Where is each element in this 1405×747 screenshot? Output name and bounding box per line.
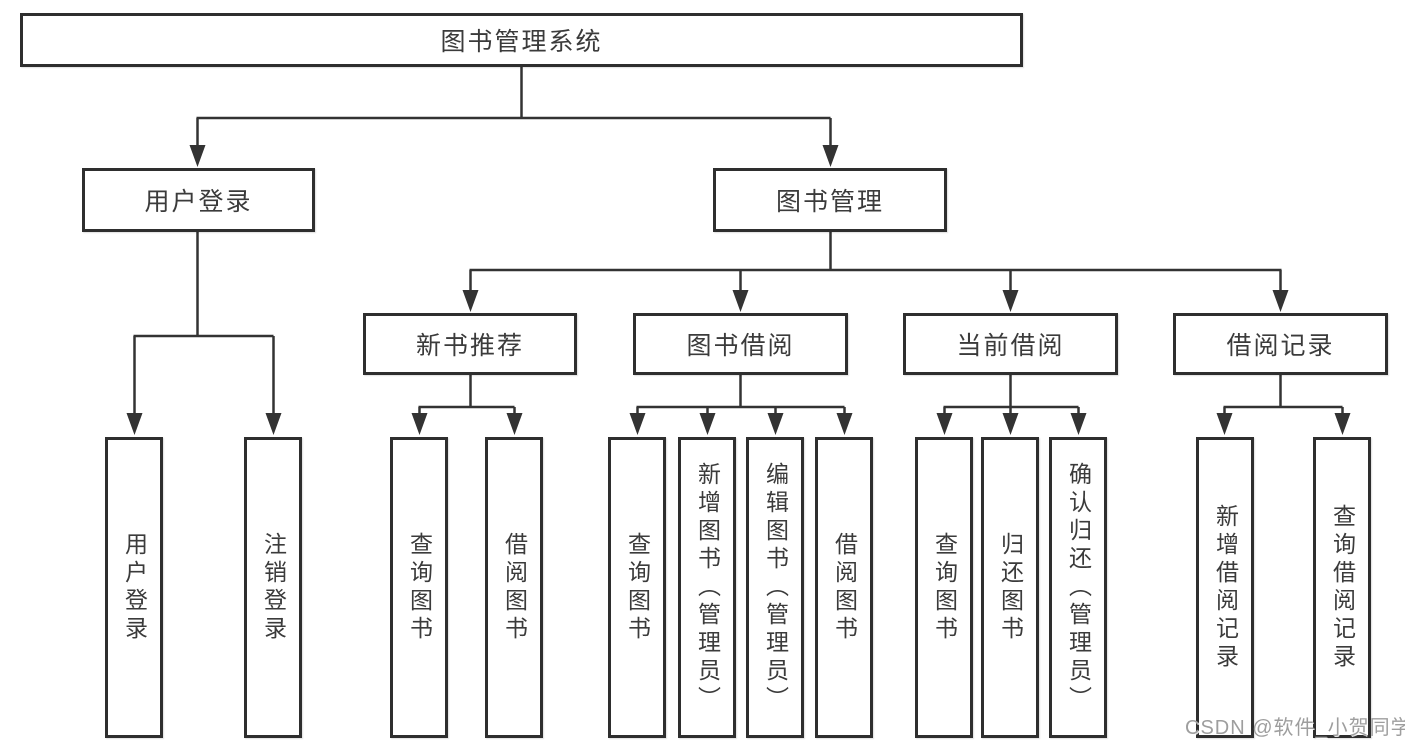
node-book-management-module: 图书管理 <box>713 168 947 232</box>
node-label: 图书管理 <box>775 188 884 216</box>
leaf-edit-book-admin: 编辑图书（管理员） <box>746 437 804 738</box>
node-new-book-recommend: 新书推荐 <box>363 313 577 375</box>
node-label: 注销登录 <box>260 531 287 644</box>
node-label: 用户登录 <box>121 531 148 644</box>
node-label: 借阅图书 <box>831 531 858 644</box>
node-label: 编辑图书（管理员） <box>762 461 789 714</box>
node-current-borrow: 当前借阅 <box>903 313 1118 375</box>
leaf-logout: 注销登录 <box>244 437 302 738</box>
leaf-borrow-book: 借阅图书 <box>815 437 873 738</box>
leaf-add-book-admin: 新增图书（管理员） <box>678 437 736 738</box>
node-label: 新增图书（管理员） <box>694 461 721 714</box>
node-book-borrow: 图书借阅 <box>633 313 848 375</box>
leaf-query-book-borrow: 查询图书 <box>608 437 666 738</box>
node-label: 查询借阅记录 <box>1329 503 1356 672</box>
node-label: 确认归还（管理员） <box>1065 461 1092 714</box>
node-root-label: 图书管理系统 <box>440 28 603 56</box>
node-label: 归还图书 <box>997 531 1024 644</box>
node-label: 查询图书 <box>406 531 433 644</box>
node-label: 图书借阅 <box>686 332 795 360</box>
csdn-watermark: CSDN @软件_小贺同学 <box>1185 717 1405 739</box>
node-root: 图书管理系统 <box>20 13 1023 67</box>
node-label: 新书推荐 <box>415 332 524 360</box>
node-label: 当前借阅 <box>956 332 1065 360</box>
leaf-query-book-recommend: 查询图书 <box>390 437 448 738</box>
leaf-query-book-current: 查询图书 <box>915 437 973 738</box>
node-label: 新增借阅记录 <box>1212 503 1239 672</box>
node-label: 查询图书 <box>624 531 651 644</box>
leaf-query-borrow-record: 查询借阅记录 <box>1313 437 1371 738</box>
node-label: 用户登录 <box>144 188 253 216</box>
node-label: 借阅记录 <box>1226 332 1335 360</box>
node-user-login-module: 用户登录 <box>82 168 315 232</box>
leaf-borrow-book-recommend: 借阅图书 <box>485 437 543 738</box>
leaf-add-borrow-record: 新增借阅记录 <box>1196 437 1254 738</box>
node-label: 借阅图书 <box>501 531 528 644</box>
leaf-confirm-return-admin: 确认归还（管理员） <box>1049 437 1107 738</box>
arrowheads <box>126 145 1351 435</box>
node-label: 查询图书 <box>931 531 958 644</box>
leaf-user-login: 用户登录 <box>105 437 163 738</box>
leaf-return-book: 归还图书 <box>981 437 1039 738</box>
node-borrow-record: 借阅记录 <box>1173 313 1388 375</box>
